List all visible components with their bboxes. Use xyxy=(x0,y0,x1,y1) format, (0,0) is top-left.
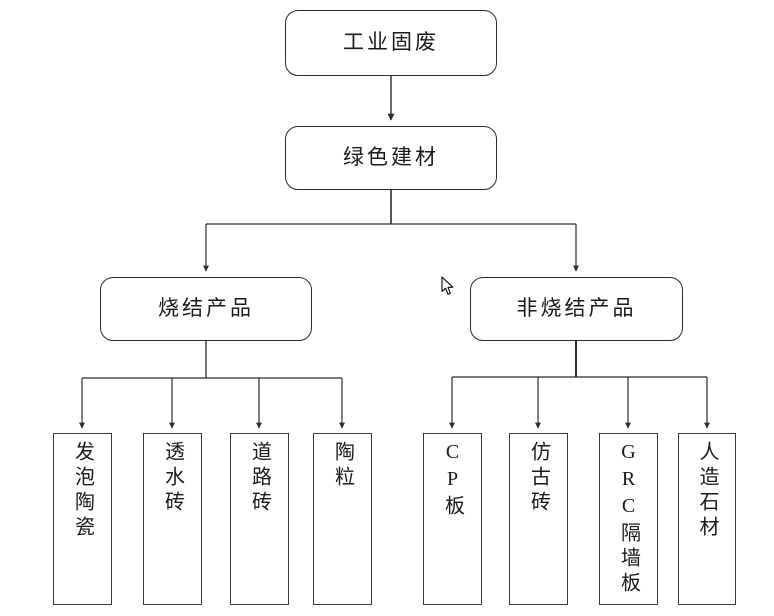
leaf-label: CP板 xyxy=(441,441,464,520)
edge-non-sintered-to-leaves xyxy=(449,341,710,429)
node-label: 绿色建材 xyxy=(343,145,439,170)
leaf-label: 道路砖 xyxy=(248,441,271,516)
leaf-node-grc-partition-board[interactable]: GRC隔墙板 xyxy=(599,433,658,605)
node-sintered-products[interactable]: 烧结产品 xyxy=(100,277,312,341)
node-label: 烧结产品 xyxy=(158,296,254,321)
leaf-node-cp-board[interactable]: CP板 xyxy=(423,433,482,605)
leaf-node-permeable-brick[interactable]: 透水砖 xyxy=(143,433,202,605)
node-non-sintered-products[interactable]: 非烧结产品 xyxy=(470,277,683,341)
leaf-node-ceramsite[interactable]: 陶粒 xyxy=(313,433,372,605)
node-industrial-solid-waste[interactable]: 工业固废 xyxy=(285,10,497,76)
leaf-label: 仿古砖 xyxy=(527,441,550,516)
leaf-label: 发泡陶瓷 xyxy=(71,441,94,541)
edge-green-to-bus xyxy=(203,190,579,272)
leaf-node-foamed-ceramic[interactable]: 发泡陶瓷 xyxy=(53,433,112,605)
edge-sintered-to-leaves xyxy=(79,341,345,429)
node-label: 非烧结产品 xyxy=(516,296,637,321)
leaf-label: GRC隔墙板 xyxy=(617,441,640,597)
leaf-label: 人造石材 xyxy=(696,441,718,541)
leaf-node-artificial-stone[interactable]: 人造石材 xyxy=(678,433,736,605)
node-green-building-materials[interactable]: 绿色建材 xyxy=(285,126,497,190)
leaf-label: 陶粒 xyxy=(331,441,354,491)
leaf-label: 透水砖 xyxy=(161,441,184,516)
mouse-cursor-icon xyxy=(441,276,455,296)
leaf-node-road-brick[interactable]: 道路砖 xyxy=(230,433,289,605)
leaf-node-antique-brick[interactable]: 仿古砖 xyxy=(509,433,568,605)
node-label: 工业固废 xyxy=(343,30,439,55)
